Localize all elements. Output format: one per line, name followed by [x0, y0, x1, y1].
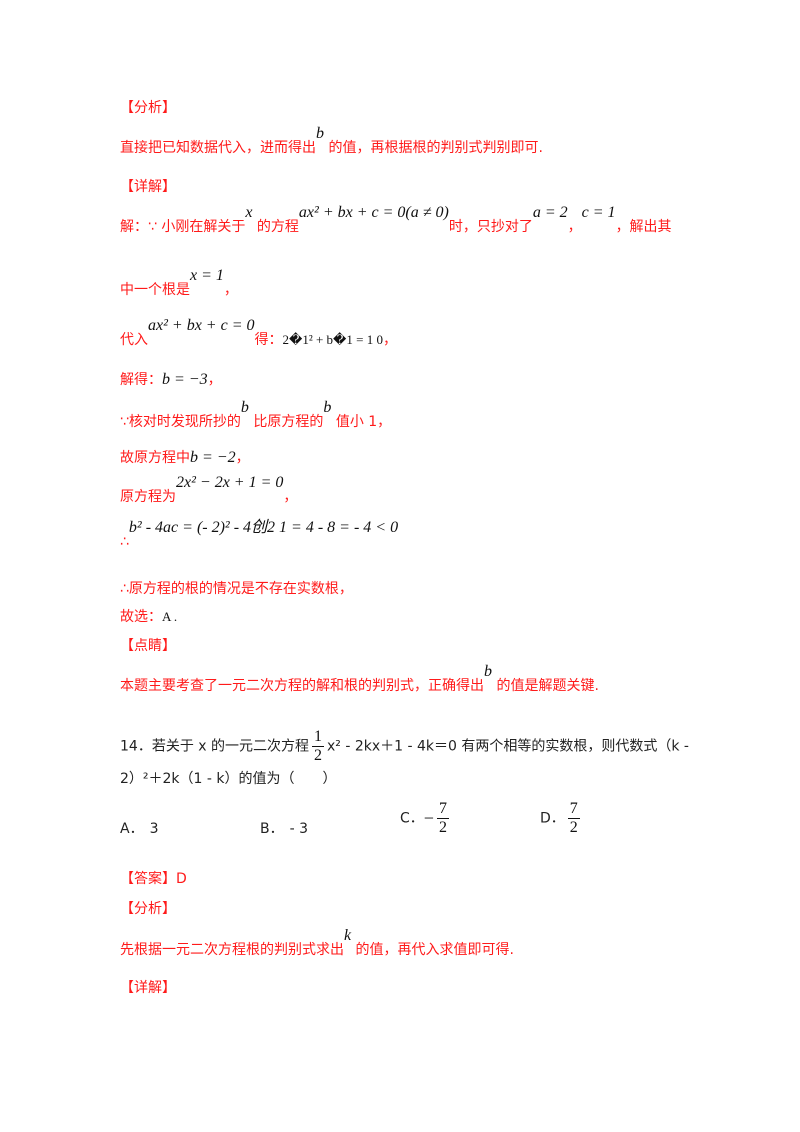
- math-expression: b: [484, 663, 492, 680]
- text-segment: 的值，再根据根的判别式判别即可.: [324, 140, 543, 156]
- text-line: 解：∵ 小刚在解关于x 的方程ax² + bx + c = 0(a ≠ 0)时，…: [120, 204, 672, 237]
- text-line: 【详解】: [120, 978, 176, 998]
- math-expression: c = 1: [581, 204, 616, 221]
- text-segment: 比原方程的: [248, 414, 324, 430]
- text-segment: 14．若关于 x 的一元二次方程: [120, 738, 309, 755]
- denominator: 2: [438, 819, 447, 836]
- math-expression: b: [316, 125, 324, 142]
- text-segment: 值小 1，: [331, 414, 392, 430]
- text-line: ∴原方程的根的情况是不存在实数根，: [120, 579, 353, 599]
- text-segment: 【分析】: [120, 100, 176, 116]
- text-line: 【答案】D: [120, 869, 187, 889]
- text-segment: 【详解】: [120, 179, 176, 195]
- text-segment: 解：∵ 小刚在解关于: [120, 219, 246, 235]
- text-line: 原方程为2x² − 2x + 1 = 0，: [120, 474, 298, 507]
- text-segment: 先根据一元二次方程根的判别式求出: [120, 942, 344, 958]
- math-expression: b² - 4ac = (- 2)² - 4创2 1 = 4 - 8 = - 4 …: [128, 519, 399, 536]
- text-segment: x² - 2kx＋1 - 4k＝0 有两个相等的实数根，则代数式（k -: [327, 738, 689, 755]
- text-segment: 2）²＋2k（1 - k）的值为（ ）: [120, 771, 337, 787]
- option-label: C．: [400, 810, 424, 827]
- text-segment: 【分析】: [120, 901, 176, 917]
- text-segment: ∴: [120, 534, 129, 550]
- text-line: 本题主要考查了一元二次方程的解和根的判别式，正确得出b 的值是解题关键.: [120, 663, 599, 696]
- text-segment: 的方程: [252, 219, 299, 235]
- math-expression: A .: [162, 609, 178, 624]
- text-segment: 【详解】: [120, 980, 176, 996]
- text-segment: 的值是解题关键.: [492, 678, 599, 694]
- option-value: 3: [149, 821, 159, 837]
- text-line: ∴b² - 4ac = (- 2)² - 4创2 1 = 4 - 8 = - 4…: [120, 519, 398, 552]
- text-segment: ，: [283, 489, 298, 505]
- option-value: - 3: [289, 821, 309, 837]
- text-line: 【分析】: [120, 98, 176, 118]
- numerator: 7: [567, 800, 580, 819]
- option-a: A． 3: [120, 818, 159, 838]
- math-expression: x = 1: [190, 267, 224, 284]
- text-line: 解得：b = −3，: [120, 370, 222, 390]
- text-segment: ，解出其: [615, 219, 672, 235]
- math-expression: ax² + bx + c = 0: [148, 317, 255, 334]
- math-expression: b = −3: [162, 371, 208, 388]
- text-segment: ∴原方程的根的情况是不存在实数根，: [120, 581, 353, 597]
- text-segment: 代入: [120, 332, 148, 348]
- text-segment: ∵核对时发现所抄的: [120, 414, 241, 430]
- text-segment: ，: [382, 332, 397, 348]
- math-expression: k: [344, 927, 352, 944]
- text-segment: 【答案】D: [120, 871, 187, 887]
- text-line: 故选：A .: [120, 607, 177, 627]
- option-label: D．: [540, 810, 565, 827]
- math-expression: b: [323, 399, 332, 416]
- text-segment: 解得：: [120, 372, 162, 388]
- text-line: 中一个根是x = 1，: [120, 267, 238, 300]
- text-segment: 原方程为: [120, 489, 176, 505]
- text-segment: 故原方程中: [120, 450, 190, 466]
- text-segment: ，: [567, 219, 582, 235]
- text-segment: 的值，再代入求值即可得.: [351, 942, 515, 958]
- text-segment: ，: [207, 372, 222, 388]
- text-segment: 直接把已知数据代入，进而得出: [120, 140, 316, 156]
- text-line: 【详解】: [120, 177, 176, 197]
- text-segment: ，: [223, 282, 238, 298]
- math-expression: b = −2: [190, 449, 236, 466]
- math-expression: 2�1² + b�1 = 1 0: [282, 332, 383, 347]
- text-line: 【点睛】: [120, 636, 176, 656]
- text-line: 【分析】: [120, 899, 176, 919]
- numerator: 1: [312, 728, 324, 747]
- text-segment: 得：: [254, 332, 283, 348]
- text-segment: 时，只抄对了: [448, 219, 533, 235]
- math-expression: ax² + bx + c = 0(a ≠ 0): [298, 204, 449, 221]
- text-segment: ，: [235, 450, 250, 466]
- text-segment: 本题主要考查了一元二次方程的解和根的判别式，正确得出: [120, 678, 484, 694]
- text-line: 直接把已知数据代入，进而得出b 的值，再根据根的判别式判别即可.: [120, 125, 543, 158]
- numerator: 7: [436, 800, 449, 819]
- math-expression: a = 2: [532, 204, 568, 221]
- denominator: 2: [314, 747, 322, 764]
- option-b: B． - 3: [260, 818, 308, 838]
- math-expression: 2x² − 2x + 1 = 0: [176, 474, 284, 491]
- text-line: ∵核对时发现所抄的b 比原方程的b 值小 1，: [120, 399, 392, 432]
- text-segment: 中一个根是: [120, 282, 190, 298]
- text-line: 代入ax² + bx + c = 0得：2�1² + b�1 = 1 0，: [120, 317, 397, 350]
- option-label: A．: [120, 821, 144, 837]
- text-line: 先根据一元二次方程根的判别式求出k 的值，再代入求值即可得.: [120, 927, 515, 960]
- option-sign: −: [423, 808, 434, 828]
- text-segment: 故选：: [120, 609, 162, 625]
- text-line: 故原方程中b = −2，: [120, 448, 250, 468]
- text-segment: 【点睛】: [120, 638, 176, 654]
- option-label: B．: [260, 821, 284, 837]
- math-expression: x: [245, 204, 253, 221]
- denominator: 2: [569, 819, 578, 836]
- math-expression: b: [240, 399, 249, 416]
- text-line: 2）²＋2k（1 - k）的值为（ ）: [120, 769, 337, 789]
